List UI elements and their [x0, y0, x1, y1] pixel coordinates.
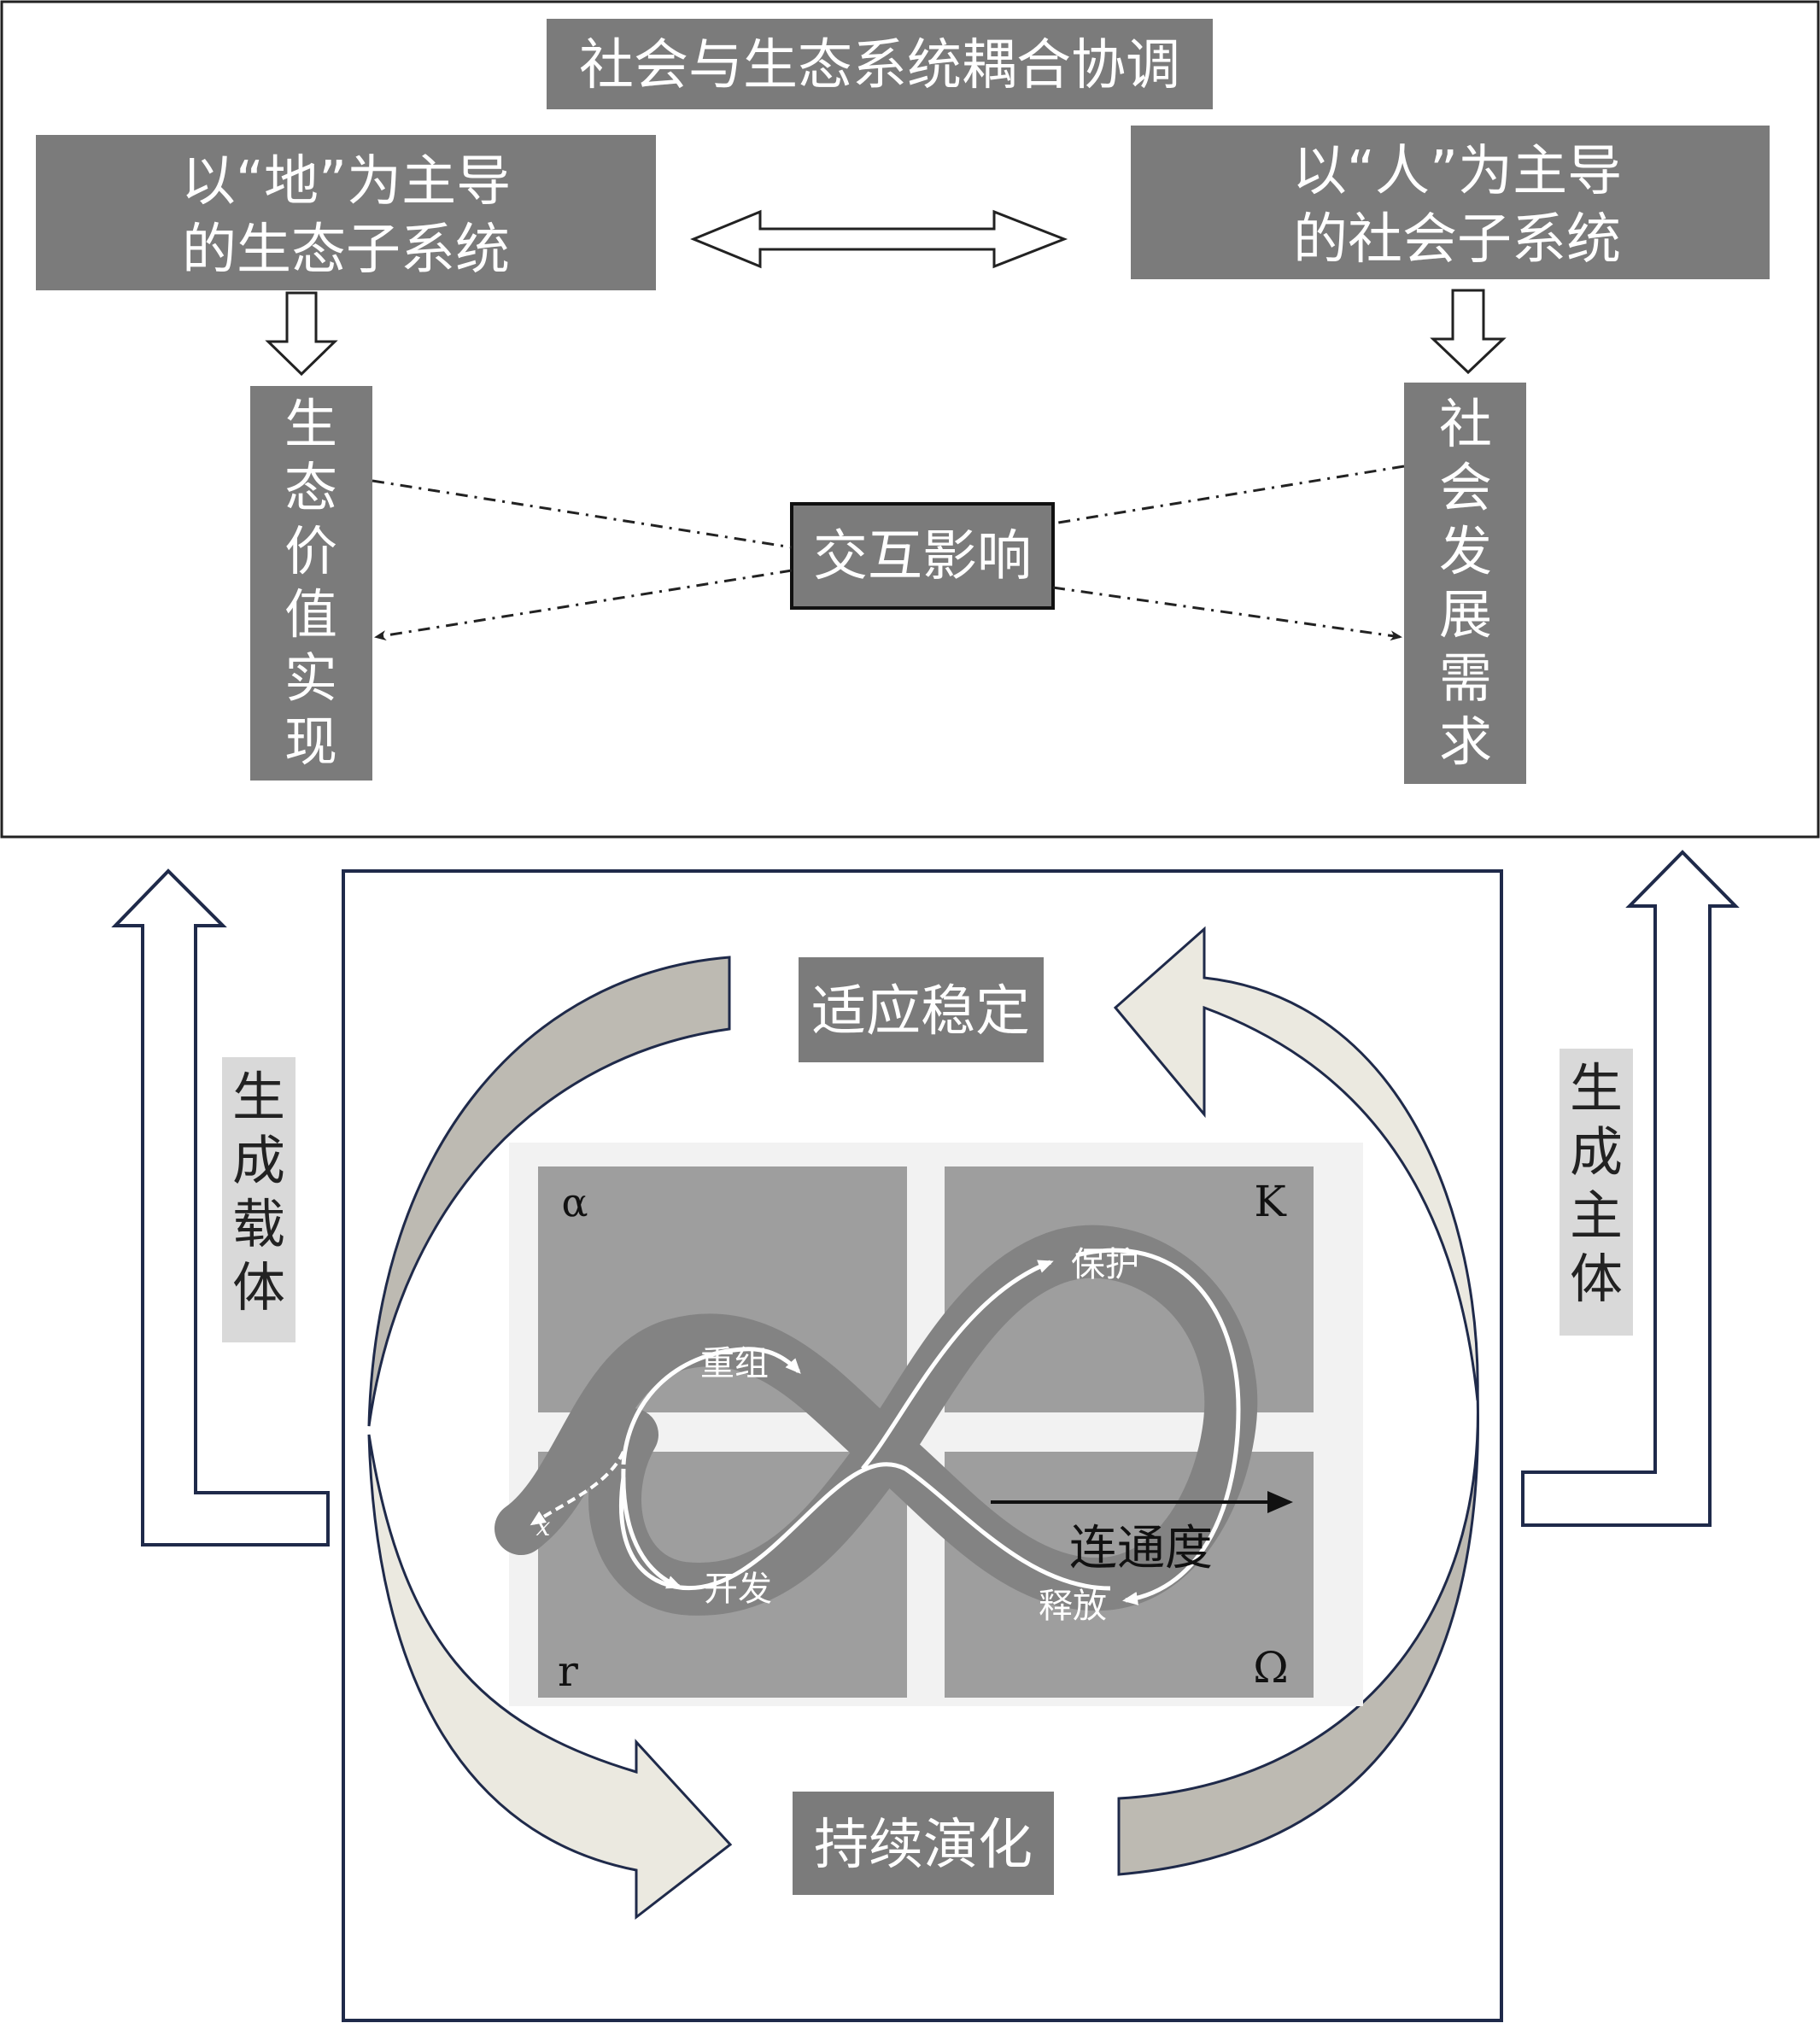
social-subsystem-line1: 以“人”为主导 — [1292, 140, 1622, 203]
interaction-box: 交互影响 — [790, 502, 1055, 610]
social-demand-box: 社会发展需求 — [1404, 383, 1526, 784]
down-arrow-left-icon — [265, 291, 338, 377]
subject-label: 生成主体 — [1560, 1049, 1633, 1336]
path-reorganize — [621, 1347, 801, 1465]
ecological-value-text: 生态价值实现 — [284, 393, 337, 773]
corner-k: K — [1254, 1177, 1287, 1226]
continuous-evolution-text: 持续演化 — [814, 1814, 1033, 1877]
corner-alpha: α — [561, 1179, 588, 1225]
title-box: 社会与生态系统耦合协调 — [547, 19, 1213, 109]
exit-label: x — [536, 1512, 551, 1542]
up-arrow-left-icon — [115, 873, 143, 1545]
phase-reorganize: 重组 — [700, 1344, 769, 1383]
connector-interaction-to-social — [1052, 586, 1402, 641]
double-arrow-icon — [690, 209, 1068, 269]
phase-exploit: 开发 — [704, 1570, 772, 1609]
path-conserve — [861, 1260, 1054, 1470]
right-subject-arrow-icon — [1521, 850, 1740, 1527]
continuous-evolution-box: 持续演化 — [793, 1792, 1054, 1895]
corner-omega: Ω — [1253, 1643, 1288, 1693]
phase-release: 释放 — [1039, 1587, 1107, 1626]
interaction-text: 交互影响 — [813, 525, 1032, 588]
ecological-subsystem-box: 以“地”为主导 的生态子系统 — [36, 135, 656, 290]
path-release — [1075, 1248, 1241, 1605]
social-subsystem-box: 以“人”为主导 的社会子系统 — [1131, 126, 1770, 279]
path-exploit — [619, 1462, 1111, 1591]
ecological-subsystem-line1: 以“地”为主导 — [181, 150, 511, 213]
title-text: 社会与生态系统耦合协调 — [579, 34, 1180, 97]
arc-upper-left — [367, 956, 731, 1427]
ecological-subsystem-line2: 的生态子系统 — [182, 219, 510, 282]
social-demand-text: 社会发展需求 — [1439, 393, 1492, 773]
connectedness-label: 连通度 — [1069, 1521, 1213, 1576]
connector-social-to-interaction — [1052, 465, 1405, 525]
interaction-connectors — [372, 465, 1405, 641]
left-carrier-arrow-icon — [111, 868, 330, 1546]
adaptive-stability-text: 适应稳定 — [811, 980, 1030, 1044]
path-exit — [530, 1451, 625, 1526]
subject-label-text: 生成主体 — [1570, 1057, 1623, 1310]
arc-lower-right — [1117, 1391, 1479, 1876]
ecological-value-box: 生态价值实现 — [250, 386, 372, 781]
path-exploit-arrow — [621, 1468, 682, 1589]
social-subsystem-line2: 的社会子系统 — [1293, 208, 1621, 272]
phase-conserve: 保护 — [1071, 1245, 1139, 1284]
carrier-label-text: 生成载体 — [232, 1066, 285, 1318]
adaptive-cycle-figure: α K r Ω 重组 保护 开发 释放 x 连通度 — [495, 1143, 1363, 1706]
adaptive-stability-box: 适应稳定 — [799, 957, 1044, 1062]
arc-lower-left — [367, 1434, 733, 1921]
down-arrow-right-icon — [1430, 289, 1507, 375]
carrier-label: 生成载体 — [222, 1057, 296, 1342]
corner-r: r — [558, 1646, 578, 1696]
arc-upper-right — [1113, 926, 1479, 1401]
